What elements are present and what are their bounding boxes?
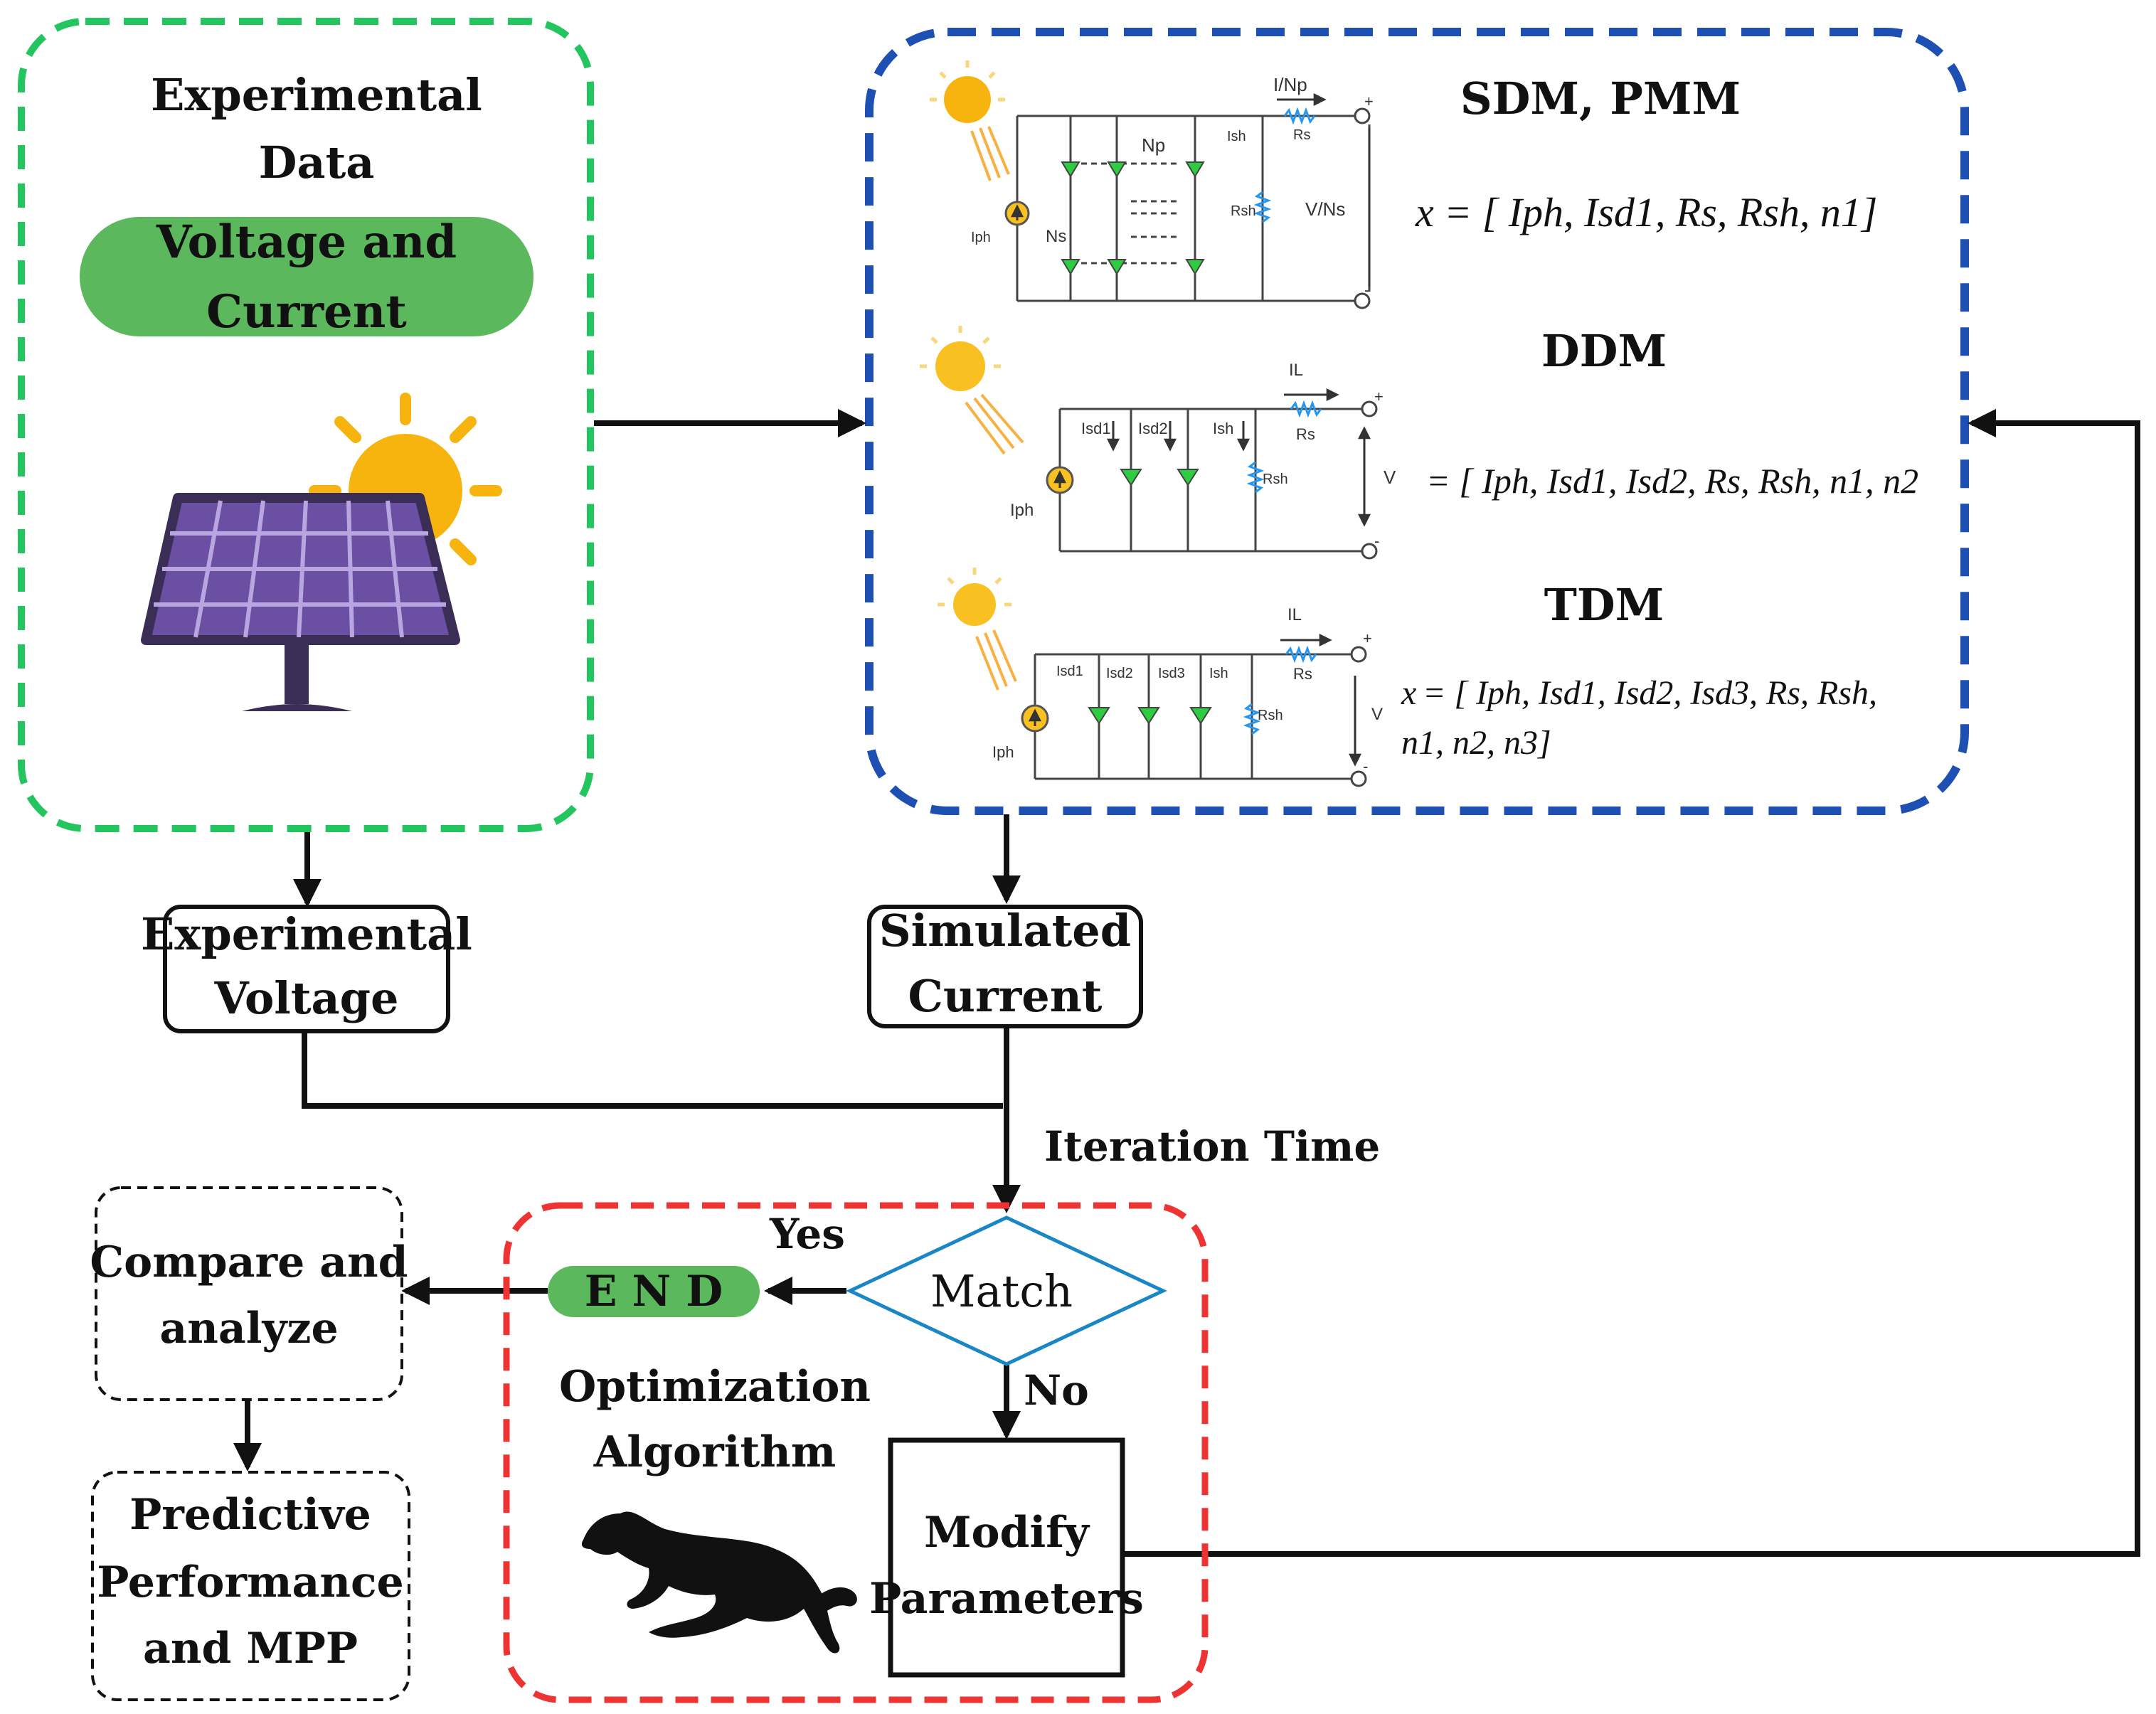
tdm-equation: = [ Iph, Isd1, Isd2, Isd3, Rs, Rsh, [1423,674,1877,712]
svg-text:-: - [1364,281,1369,299]
svg-text:Predictive: Predictive [129,1490,371,1540]
match-label: Match [930,1265,1073,1317]
no-label: No [1024,1366,1089,1415]
sdm-title: SDM, PMM [1460,73,1741,124]
simulated-current-box: Simulated Current [867,905,1143,1028]
match-decision [846,1215,1167,1366]
end-label: E N D [585,1267,723,1316]
voltage-current-pill [80,217,533,336]
svg-text:Compare and: Compare and [90,1237,408,1287]
svg-text:Performance: Performance [97,1558,403,1607]
svg-text:Ish: Ish [1227,129,1246,144]
tdm-equation-2: n1, n2, n3] [1401,724,1551,762]
sun-icon [938,568,1017,691]
yes-label: Yes [769,1210,845,1258]
line-exp-voltage-join [302,1031,1003,1109]
svg-text:Ish: Ish [1213,420,1233,437]
svg-text:IL: IL [1289,361,1303,380]
tdm-title: TDM [1544,579,1664,631]
tdm-circuit: IL Rs Isd1 Isd2 Isd3 Ish Rsh V Iph + - [938,568,1383,787]
ddm-circuit: IL Rs Isd1 Isd2 Ish Rsh V Iph + - [920,326,1396,560]
connectors [233,409,2140,1557]
ddm-equation: = [ Iph, Isd1, Isd2, Rs, Rsh, n1, n2 [1426,461,1918,501]
svg-text:Rs: Rs [1293,127,1310,143]
solar-panel-icon [141,393,502,711]
sdm-equation: = [ Iph, Isd1, Rs, Rsh, n1] [1444,189,1877,235]
svg-text:Modify: Modify [924,1508,1090,1558]
svg-text:Rs: Rs [1296,425,1315,443]
sun-icon [920,326,1024,455]
svg-text:Isd3: Isd3 [1158,666,1185,681]
experimental-data-frame [18,18,594,832]
modify-parameters-box: Modify Parameters [869,1437,1144,1678]
ddm-title: DDM [1541,325,1667,377]
svg-text:and MPP: and MPP [143,1624,358,1673]
sdm-equation-x: x [1415,189,1434,235]
svg-text:Iph: Iph [992,743,1014,761]
panther-icon [581,1511,857,1654]
sun-icon [930,60,1010,181]
svg-text:Isd2: Isd2 [1138,420,1168,437]
svg-text:Iph: Iph [971,230,991,245]
svg-text:+: + [1364,92,1374,110]
svg-text:Rsh: Rsh [1231,203,1256,219]
svg-text:-: - [1374,532,1379,550]
experimental-data-title-2: Data [259,137,375,188]
svg-text:Rsh: Rsh [1258,708,1283,723]
sdm-circuit: I/Np Rs Np Ns Ish Rsh V/Ns Iph + - [930,60,1374,309]
svg-text:Ish: Ish [1209,666,1228,681]
voltage-current-label-2: Current [206,285,407,339]
svg-text:Parameters: Parameters [869,1574,1144,1624]
compare-analyze-box: Compare and analyze [90,1186,408,1401]
voltage-current-label: Voltage and [156,215,457,269]
svg-text:Current: Current [908,970,1103,1022]
svg-text:Experimental: Experimental [141,908,472,960]
predictive-performance-box: Predictive Performance and MPP [91,1471,410,1701]
models-group: I/Np Rs Np Ns Ish Rsh V/Ns Iph + - SDM, … [865,28,1969,815]
svg-text:-: - [1363,757,1368,775]
svg-text:+: + [1363,629,1372,647]
end-pill [548,1266,760,1317]
tdm-equation-x: x [1401,674,1416,712]
svg-text:I/Np: I/Np [1273,74,1307,95]
svg-text:Iph: Iph [1010,501,1034,520]
svg-text:V: V [1371,705,1383,724]
svg-text:Simulated: Simulated [879,905,1131,957]
experimental-data-title: Experimental [151,69,482,121]
optimization-label-2: Algorithm [593,1427,837,1477]
svg-text:Rs: Rs [1293,665,1312,683]
svg-text:+: + [1374,388,1384,405]
svg-text:Isd2: Isd2 [1106,666,1133,681]
svg-text:Ns: Ns [1046,227,1066,246]
svg-text:Isd1: Isd1 [1081,420,1111,437]
svg-text:V/Ns: V/Ns [1305,198,1345,220]
svg-text:Rsh: Rsh [1263,472,1288,487]
svg-text:Voltage: Voltage [214,972,399,1024]
svg-text:IL: IL [1287,605,1302,624]
svg-text:Np: Np [1142,134,1165,156]
experimental-data-group: Experimental Data Voltage and Current [18,18,594,832]
experimental-voltage-box: Experimental Voltage [141,905,472,1033]
iteration-time-label: Iteration Time [1044,1122,1380,1171]
optimization-frame [503,1202,1209,1703]
svg-text:analyze: analyze [159,1304,338,1353]
optimization-group: Match Yes No E N D Optimization Algorith… [503,1202,1209,1703]
models-frame [865,28,1969,815]
svg-text:Isd1: Isd1 [1056,664,1083,679]
optimization-label: Optimization [559,1362,871,1412]
svg-text:V: V [1384,467,1396,488]
arrow-feedback-to-models [1122,409,2140,1557]
